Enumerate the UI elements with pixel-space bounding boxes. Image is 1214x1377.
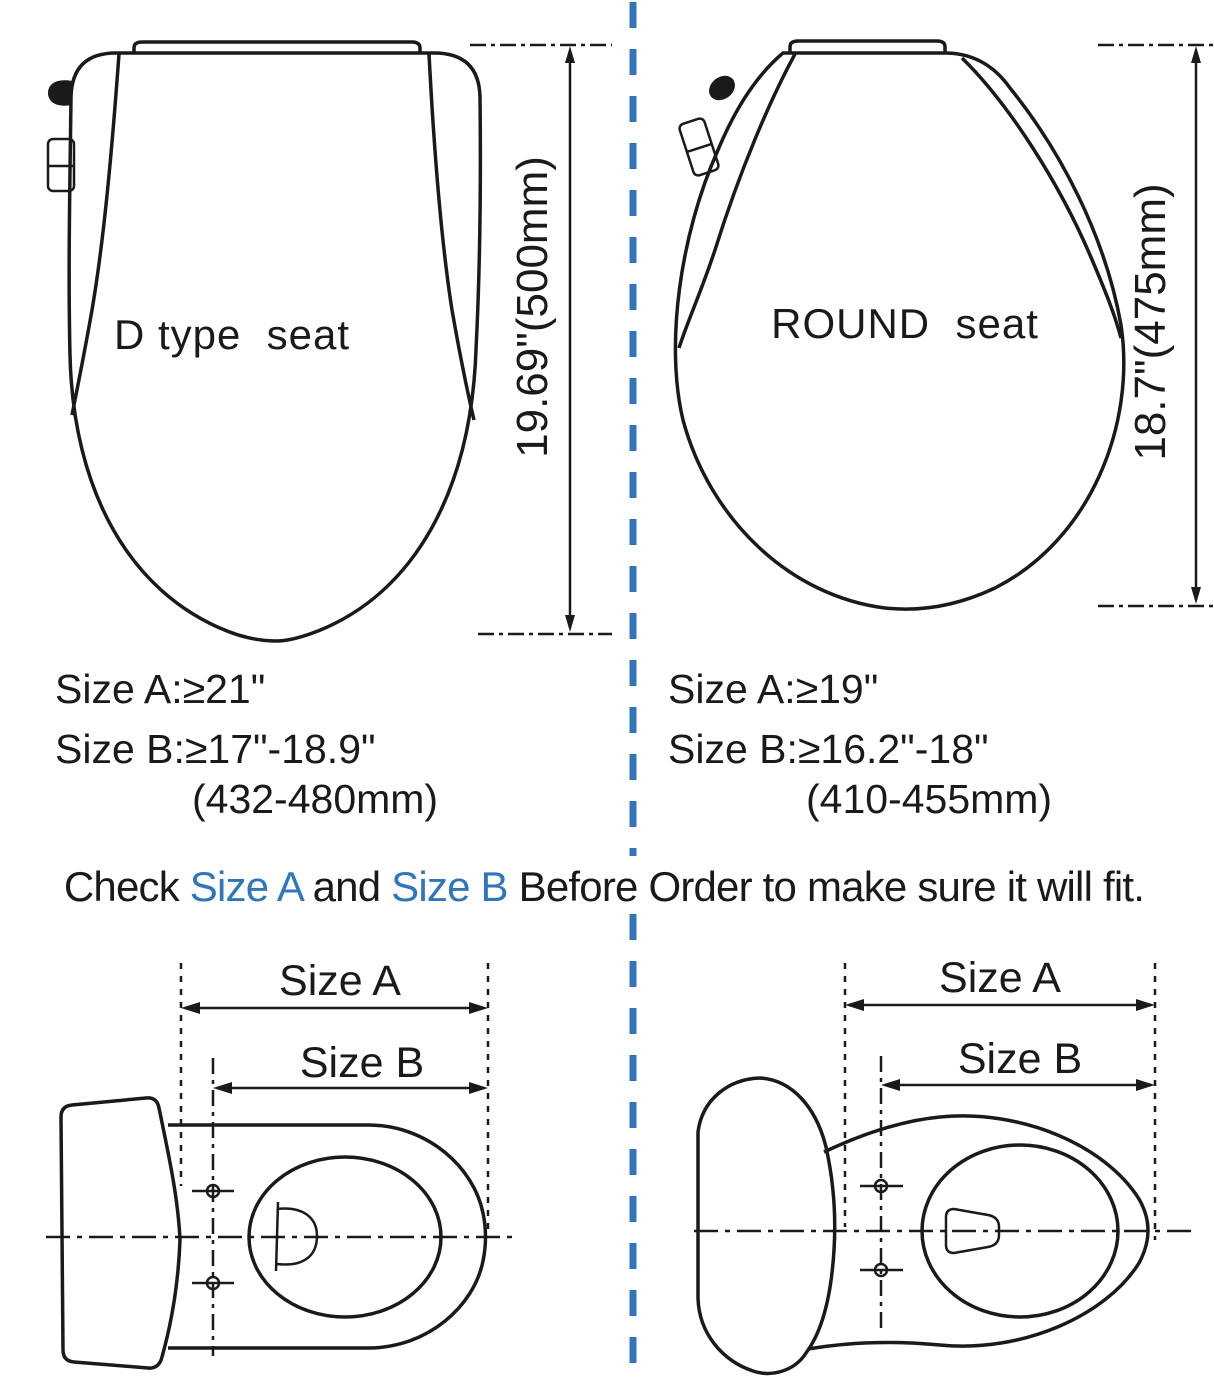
- check-size-sentence: Check Size A and Size B Before Order to …: [64, 863, 1144, 910]
- round-toilet-plan-view: Size A Size B: [694, 954, 1192, 1376]
- arrow-up-icon: [1191, 46, 1201, 63]
- d-seat-lid-tab: [132, 40, 422, 53]
- arrow-right-icon: [469, 1082, 488, 1094]
- d-seat-top-view: 19.69"(500mm) D type seat Size A:≥21" Si…: [46, 40, 612, 822]
- check-size-b-highlight: Size B: [391, 863, 508, 910]
- elongated-toilet-plan-view: Size A Size B: [46, 957, 516, 1370]
- check-size-a-highlight: Size A: [190, 863, 305, 910]
- round-seat-title: ROUND seat: [771, 300, 1039, 347]
- arrow-right-icon: [469, 1002, 488, 1014]
- arrow-up-icon: [565, 46, 575, 63]
- d-seat-outline: [67, 51, 483, 643]
- round-seat-outline: [673, 51, 1126, 611]
- round-seat-top-view: 18.7"(475mm) ROUND seat Size A:≥19" Size…: [668, 39, 1213, 822]
- d-seat-title: D type seat: [114, 311, 350, 358]
- round-seat-left-seam: [677, 53, 797, 349]
- elongated-size-b-label: Size B: [300, 1039, 424, 1087]
- round-seat-size-b-mm-note: (410-455mm): [806, 776, 1052, 822]
- elongated-size-a-label: Size A: [279, 957, 401, 1005]
- arrow-down-icon: [565, 615, 575, 632]
- round-seat-lid-tab: [788, 39, 947, 53]
- arrow-right-icon: [1136, 999, 1155, 1011]
- round-seat-size-a-note: Size A:≥19": [668, 666, 878, 712]
- arrow-left-icon: [181, 1002, 200, 1014]
- arrow-down-icon: [1191, 587, 1201, 604]
- arrow-right-icon: [1136, 1079, 1155, 1091]
- round-size-b-label: Size B: [958, 1035, 1082, 1083]
- check-and-text: and: [302, 863, 391, 910]
- d-seat-size-b-mm-note: (432-480mm): [192, 776, 438, 822]
- round-seat-right-seam: [960, 56, 1123, 339]
- check-suffix-text: Before Order to make sure it will fit.: [508, 863, 1144, 910]
- d-seat-left-seam: [70, 53, 121, 416]
- d-seat-right-seam: [427, 53, 476, 421]
- arrow-left-icon: [845, 999, 864, 1011]
- check-text: Check: [64, 863, 190, 910]
- d-seat-height-dimension-label: 19.69"(500mm): [508, 156, 557, 458]
- d-seat-size-a-note: Size A:≥21": [55, 666, 265, 712]
- round-seat-size-b-note: Size B:≥16.2"-18": [668, 726, 989, 772]
- round-seat-height-dimension-label: 18.7"(475mm): [1126, 183, 1175, 460]
- round-water-spot: [944, 1207, 1001, 1255]
- elongated-tank-outline: [59, 1096, 182, 1370]
- arrow-left-icon: [213, 1082, 232, 1094]
- d-seat-knob: [48, 80, 72, 106]
- round-seat-side-button-divider: [686, 142, 713, 154]
- round-seat-knob: [709, 75, 735, 101]
- d-seat-size-b-note: Size B:≥17"-18.9": [55, 726, 376, 772]
- arrow-left-icon: [881, 1079, 900, 1091]
- round-tank-outline: [696, 1076, 837, 1376]
- round-bowl-outline: [807, 1114, 1150, 1351]
- round-size-a-label: Size A: [939, 954, 1061, 1002]
